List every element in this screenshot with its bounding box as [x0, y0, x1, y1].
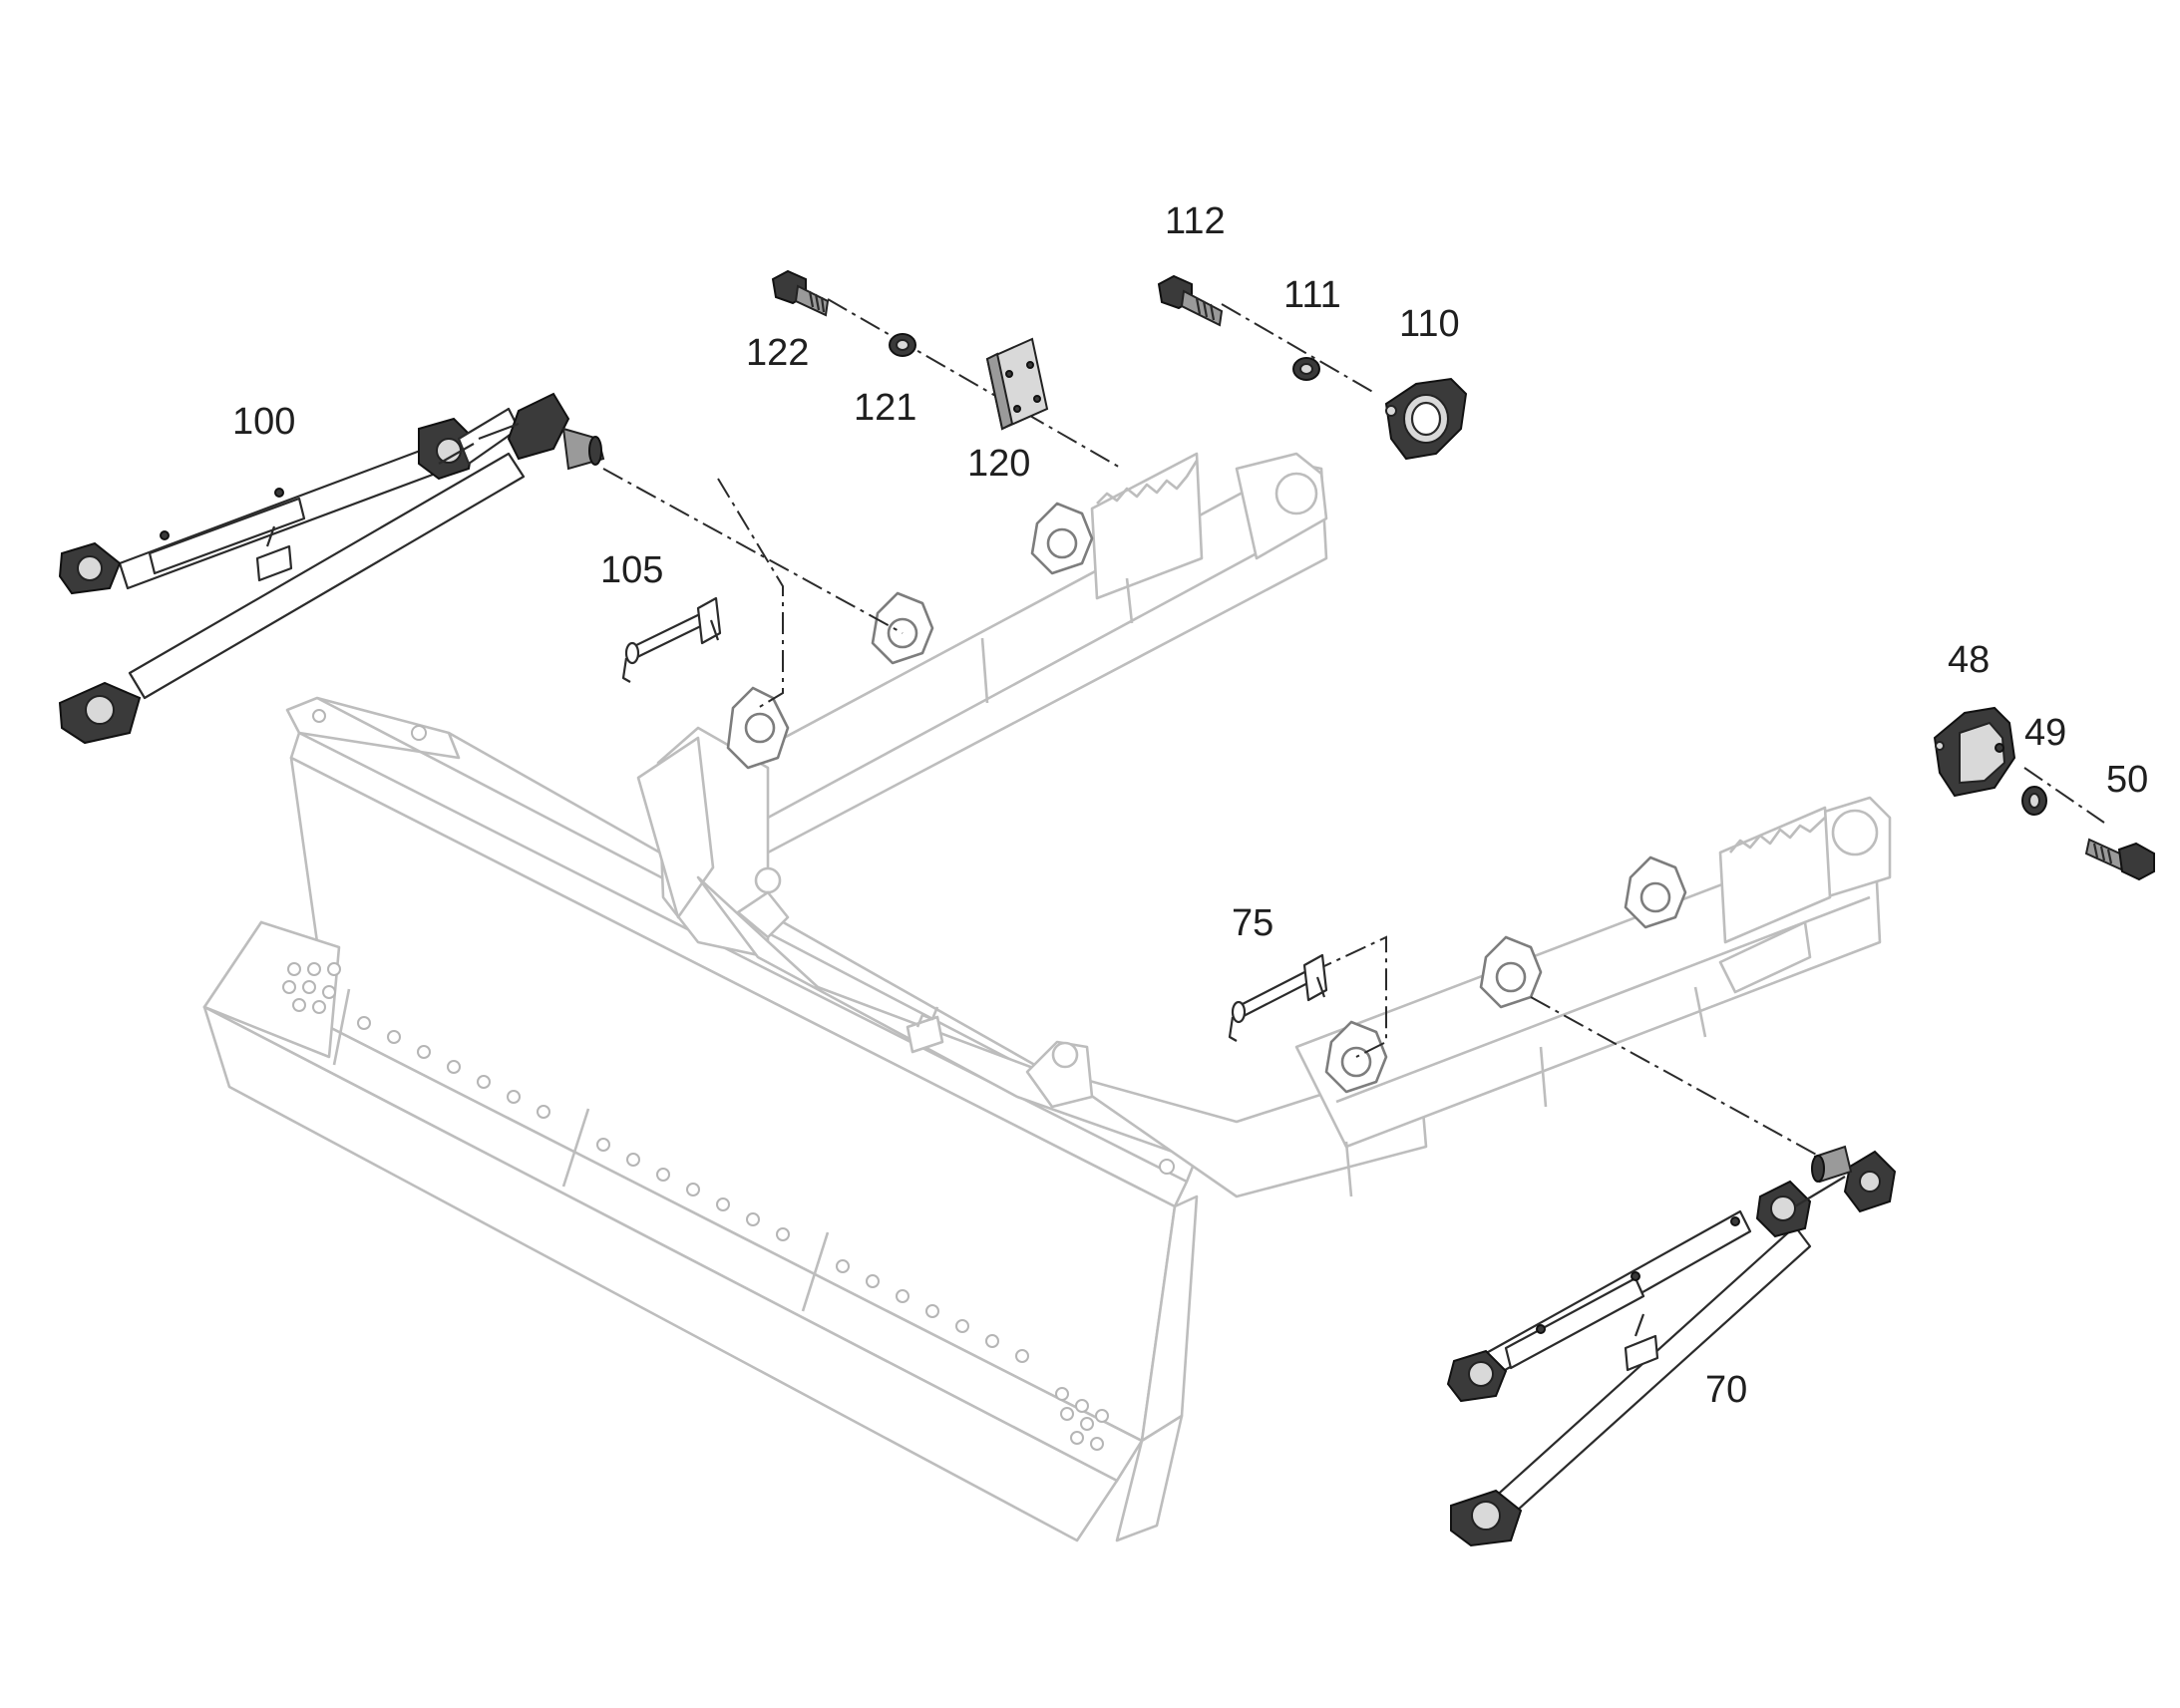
- callout-120: 120: [967, 443, 1031, 485]
- part-112-bolt: [1157, 274, 1224, 327]
- callout-70: 70: [1705, 1369, 1748, 1411]
- push-frame: [636, 452, 1892, 1198]
- part-110-retainer: [1384, 377, 1468, 461]
- part-70-tilt-cylinder: [1446, 1145, 1897, 1547]
- callout-112: 112: [1165, 200, 1226, 242]
- assembly-leader-lines: [602, 298, 2105, 1158]
- part-49-washer: [2021, 786, 2047, 816]
- part-50-bolt: [2084, 838, 2155, 881]
- part-75-pin: [1228, 953, 1328, 1042]
- callout-122: 122: [746, 332, 810, 374]
- callout-111: 111: [1283, 274, 1341, 316]
- callout-49: 49: [2024, 712, 2067, 754]
- callout-75: 75: [1232, 902, 1274, 944]
- part-111-washer: [1292, 357, 1320, 381]
- dozer-blade: [202, 696, 1199, 1542]
- lower-arm-brackets: [1324, 855, 1687, 1094]
- part-121-washer: [889, 333, 916, 357]
- callout-100: 100: [232, 401, 296, 443]
- callout-121: 121: [854, 387, 917, 429]
- part-48-cap: [1933, 706, 2016, 798]
- callout-110: 110: [1399, 303, 1460, 345]
- callout-105: 105: [600, 549, 664, 591]
- part-120-plate: [985, 337, 1049, 431]
- part-100-tilt-cylinder: [58, 392, 605, 745]
- part-122-bolt: [771, 269, 830, 317]
- upper-arm-brackets: [726, 502, 1094, 770]
- callout-50: 50: [2106, 759, 2149, 801]
- callout-48: 48: [1948, 639, 1991, 681]
- part-105-pin: [621, 596, 722, 683]
- cutting-edge-bolt-holes: [282, 962, 1109, 1451]
